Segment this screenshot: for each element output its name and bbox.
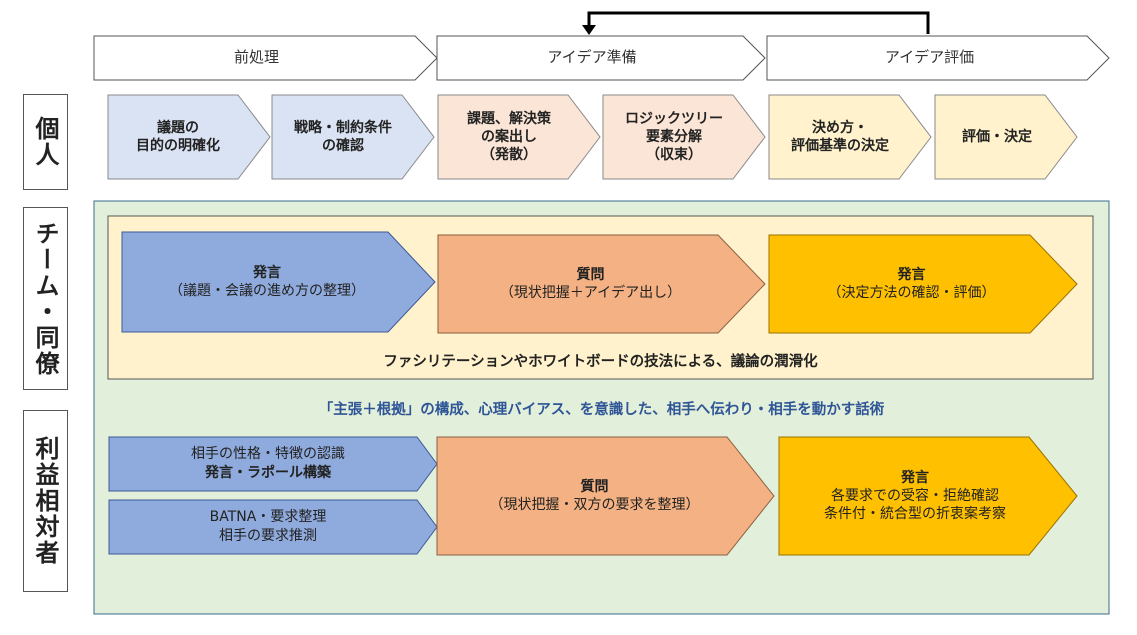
stakeholder-step-3 [778, 436, 1078, 556]
stakeholder-box-1-line-1: 相手の性格・特徴の認識 [191, 446, 345, 463]
individual-step-1-line-1: 議題の [157, 119, 199, 136]
phase-label-3: アイデア評価 [884, 48, 975, 67]
row-header-stakeholder-text: 利益相対者 [31, 436, 59, 566]
individual-step-4-line-1: ロジックツリー [625, 110, 723, 127]
row-header-team: チーム・同僚 [23, 207, 68, 390]
individual-step-5-line-1: 決め方・ [812, 119, 868, 136]
phase-arrow-3 [766, 35, 1110, 81]
phase-arrow-1 [93, 35, 438, 81]
stakeholder-box-1-line-2: 発言・ラポール構築 [205, 465, 331, 481]
individual-step-4 [602, 94, 766, 180]
team-step-1-title: 発言 [253, 264, 281, 281]
stakeholder-box-2-line-1: BATNA・要求整理 [209, 509, 327, 526]
team-step-2-title: 質問 [576, 266, 605, 283]
feedback-loop-arrowhead [582, 25, 596, 35]
middle-caption: 「主張＋根拠」の構成、心理バイアス、を意識した、相手へ伝わり・相手を動かす話術 [318, 402, 885, 418]
stakeholder-step-3-line-2: 条件付・統合型の折衷案考察 [824, 506, 1006, 523]
individual-step-3 [437, 94, 601, 180]
individual-step-3-line-1: 課題、解決策 [467, 110, 551, 127]
team-step-3 [768, 234, 1078, 334]
stakeholder-step-3-label: 発言 各要求での受容・拒絶確認 条件付・統合型の折衷案考察 [779, 437, 1051, 555]
stakeholder-box-2-line-2: 相手の要求推測 [219, 528, 317, 544]
individual-step-6 [934, 94, 1078, 180]
individual-step-3-line-3: （発散） [481, 147, 537, 164]
individual-step-2 [271, 94, 435, 180]
individual-step-1-line-2: 目的の明確化 [136, 138, 220, 154]
individual-step-2-label: 戦略・制約条件 の確認 [272, 95, 414, 179]
individual-step-4-line-2: 要素分解 [646, 128, 702, 145]
individual-step-5-line-2: 評価基準の決定 [791, 138, 889, 154]
feedback-loop-line [587, 11, 930, 34]
individual-step-2-line-1: 戦略・制約条件 [294, 119, 392, 136]
phase-label-1: 前処理 [233, 48, 279, 67]
team-step-1-label: 発言 （議題・会議の進め方の整理） [122, 232, 412, 332]
team-step-2-sub: （現状把握＋アイデア出し） [499, 285, 682, 301]
team-step-1-sub: （議題・会議の進め方の整理） [169, 283, 365, 299]
stakeholder-step-3-line-1: 各要求での受容・拒絶確認 [831, 487, 999, 504]
individual-step-2-line-2: の確認 [322, 138, 364, 154]
individual-step-3-label: 課題、解決策 の案出し （発散） [438, 95, 580, 179]
individual-step-6-label: 評価・決定 [935, 95, 1059, 179]
row-header-stakeholder: 利益相対者 [23, 410, 68, 592]
individual-step-1 [107, 94, 271, 180]
stakeholder-step-2-sub: （現状把握・双方の要求を整理） [489, 497, 700, 513]
stakeholder-step-2-label: 質問 （現状把握・双方の要求を整理） [437, 437, 752, 555]
stakeholder-box-1 [108, 436, 438, 492]
stakeholder-step-2-title: 質問 [580, 478, 609, 495]
phase-arrow-2 [436, 35, 766, 81]
team-step-2 [437, 234, 766, 334]
stakeholder-step-3-title: 発言 [901, 469, 929, 486]
individual-step-3-line-2: の案出し [481, 128, 537, 145]
individual-step-6-line-1: 評価・決定 [962, 128, 1032, 145]
individual-step-4-line-3: （収束） [646, 147, 702, 164]
team-caption: ファシリテーションやホワイトボードの技法による、議論の潤滑化 [383, 354, 818, 370]
team-step-2-label: 質問 （現状把握＋アイデア出し） [438, 235, 743, 333]
stakeholder-box-2-label: BATNA・要求整理 相手の要求推測 [109, 500, 427, 554]
individual-step-5-label: 決め方・ 評価基準の決定 [769, 95, 911, 179]
row-header-individual-text: 個人 [31, 116, 59, 168]
individual-step-1-label: 議題の 目的の明確化 [108, 95, 248, 179]
team-step-3-sub: （決定方法の確認・評価） [827, 285, 996, 301]
team-step-1 [121, 231, 436, 333]
row-header-individual: 個人 [23, 94, 68, 190]
stakeholder-box-2 [108, 499, 438, 555]
row-header-team-text: チーム・同僚 [31, 220, 59, 377]
stakeholder-box-1-label: 相手の性格・特徴の認識 発言・ラポール構築 [109, 437, 427, 491]
individual-step-5 [768, 94, 932, 180]
team-step-3-title: 発言 [897, 266, 926, 283]
stakeholder-step-2 [436, 436, 775, 556]
team-step-3-label: 発言 （決定方法の確認・評価） [769, 235, 1054, 333]
phase-label-2: アイデア準備 [547, 48, 637, 67]
individual-step-4-label: ロジックツリー 要素分解 （収束） [603, 95, 745, 179]
